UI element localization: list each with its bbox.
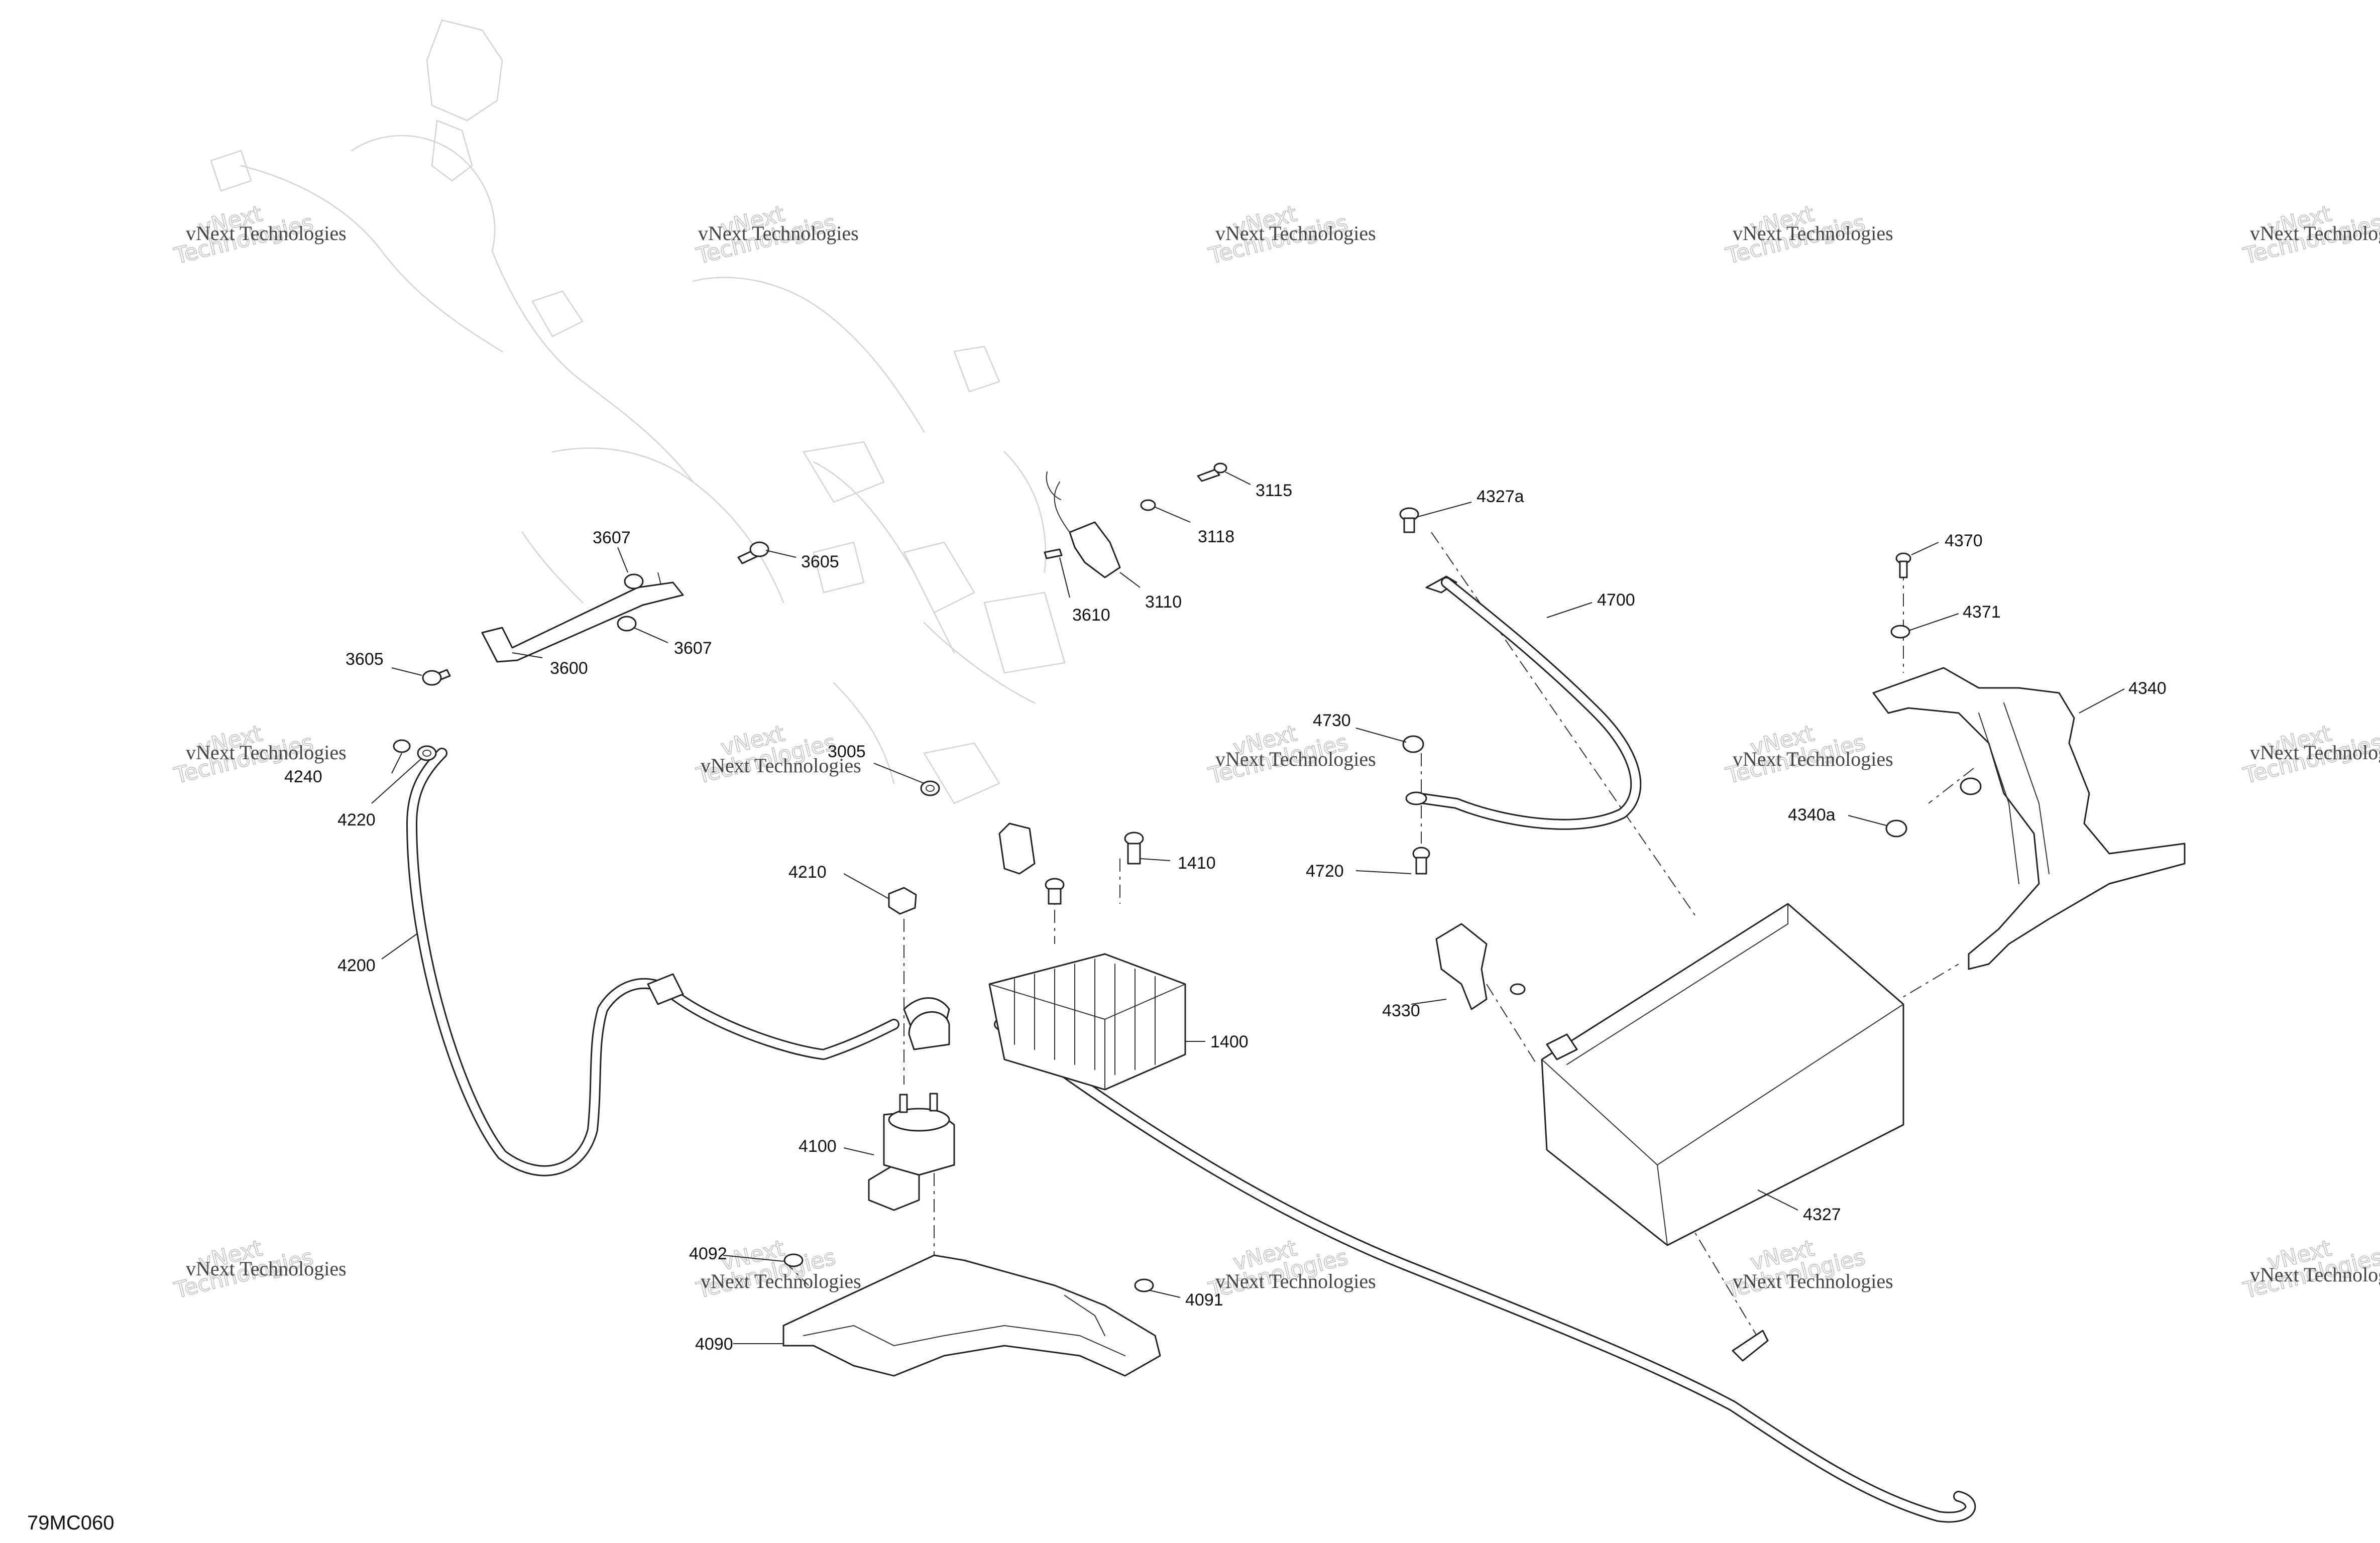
part-4100-solenoid: [868, 1011, 955, 1211]
part-3110-sensor: [1069, 521, 1121, 578]
watermark-text: vNext Technologies: [186, 741, 347, 764]
callout-3605-left: 3605: [346, 650, 384, 669]
ghost-background-assembly: [210, 19, 1066, 804]
callout-3115: 3115: [1256, 481, 1292, 500]
callout-4730: 4730: [1313, 711, 1351, 730]
callout-4092: 4092: [689, 1244, 727, 1263]
watermark-text: vNext Technologies: [698, 222, 859, 245]
part-4240-nut: [393, 739, 411, 753]
callout-3605-right: 3605: [801, 552, 839, 571]
callout-1400: 1400: [1210, 1032, 1249, 1051]
watermark-text: vNext Technologies: [1215, 1270, 1376, 1292]
callout-4720: 4720: [1306, 862, 1344, 881]
callout-4200: 4200: [337, 956, 376, 975]
callout-1410: 1410: [1178, 854, 1216, 873]
drawing-id: 79MC060: [27, 1512, 114, 1534]
watermark-text: vNext Technologies: [186, 1257, 347, 1280]
part-1410-screw-a: [1124, 832, 1144, 846]
part-4340a-nut-a: [1885, 819, 1907, 838]
part-4330-cap: [1435, 923, 1526, 1010]
part-4210: [888, 887, 917, 915]
part-4220-washer: [417, 745, 437, 761]
callout-4327a: 4327a: [1477, 487, 1524, 506]
watermark-text: vNext Technologies: [186, 222, 347, 245]
callout-3005: 3005: [828, 742, 866, 761]
watermark-text: vNext Technologies: [1215, 222, 1376, 245]
part-4091-clip: [1134, 1278, 1154, 1292]
part-4730-nut: [1402, 735, 1424, 753]
callout-3110: 3110: [1145, 592, 1182, 612]
callout-4327: 4327: [1803, 1205, 1841, 1224]
watermark-text: vNext Technologies: [1215, 748, 1376, 770]
part-3607b-nut: [617, 616, 637, 632]
callout-4240: 4240: [284, 767, 322, 786]
callout-4100: 4100: [799, 1137, 837, 1156]
callout-labels: 3115 3118 3110 3610 3607 3605 3605 3600 …: [284, 481, 2167, 1354]
watermark-text: vNext Technologies: [1733, 222, 1893, 245]
callout-4371: 4371: [1963, 603, 2001, 622]
watermark-text: vNext Technologies: [701, 754, 861, 777]
callout-4091: 4091: [1185, 1290, 1223, 1310]
watermark-text: vNext Technologies: [2250, 741, 2380, 764]
sensor-group: [1044, 462, 1227, 578]
strap-group: [422, 541, 769, 686]
callout-3600: 3600: [550, 659, 588, 678]
part-3115-screw: [1197, 468, 1220, 482]
callout-3118: 3118: [1198, 527, 1234, 546]
part-3118-washer: [1140, 499, 1156, 511]
callout-3607-bottom: 3607: [674, 639, 712, 658]
callout-4370: 4370: [1945, 531, 1983, 550]
part-4200-cable: [393, 739, 950, 1176]
callout-3610: 3610: [1072, 606, 1110, 625]
battery-negative-cable: [994, 1019, 1976, 1523]
part-4700-cable: [1399, 507, 1642, 875]
part-4340-bracket: [1872, 552, 2186, 970]
callout-4210: 4210: [788, 863, 827, 882]
part-3600-strap: [481, 581, 684, 663]
callout-4090: 4090: [695, 1335, 733, 1354]
part-4327-battery: [1541, 903, 1904, 1246]
part-4092-screw: [783, 1253, 804, 1267]
callout-3607-top: 3607: [593, 528, 631, 547]
part-3605b-bolt-head: [422, 670, 442, 686]
watermark-text: vNext Technologies: [701, 1270, 861, 1292]
watermark-text: vNext Technologies: [2250, 1263, 2380, 1286]
part-3605a-bolt-head: [749, 541, 769, 557]
part-4371-washer: [1890, 625, 1910, 639]
watermark-text: vNext Technologies: [2250, 222, 2380, 245]
part-4090-bracket: [782, 1253, 1161, 1377]
callout-4340: 4340: [2128, 679, 2167, 698]
part-3607a-nut: [624, 573, 644, 589]
callout-4220: 4220: [337, 810, 376, 829]
watermark: vNext Technologies: [693, 720, 838, 789]
leader-lines: [371, 471, 2125, 1344]
callout-4700: 4700: [1597, 590, 1635, 610]
part-4340a-nut-b: [1960, 777, 1982, 795]
watermark-text: vNext Technologies: [1733, 748, 1893, 770]
part-3005: [920, 780, 940, 796]
callout-4330: 4330: [1382, 1001, 1420, 1020]
watermark-text: vNext Technologies: [1733, 1270, 1893, 1292]
part-3115-screw-head: [1213, 462, 1227, 473]
callout-4340a: 4340a: [1788, 805, 1836, 824]
part-1400-rectifier: [988, 822, 1186, 1091]
part-3610-screw: [1044, 548, 1063, 559]
